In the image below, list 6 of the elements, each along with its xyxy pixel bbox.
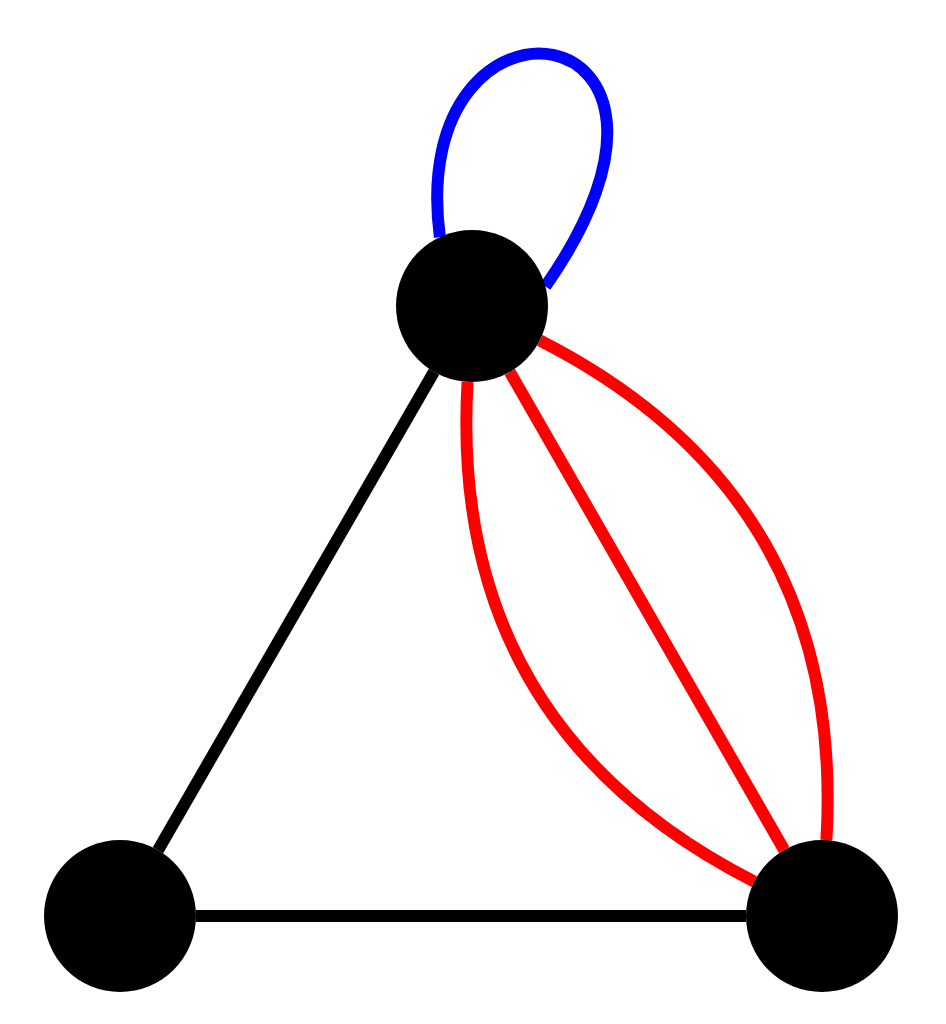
edge-line [196, 910, 746, 922]
edge-line [460, 381, 758, 887]
loop-edge [432, 48, 613, 290]
edge-line [504, 368, 790, 854]
edge-line [536, 335, 834, 841]
edge-line [152, 368, 440, 854]
